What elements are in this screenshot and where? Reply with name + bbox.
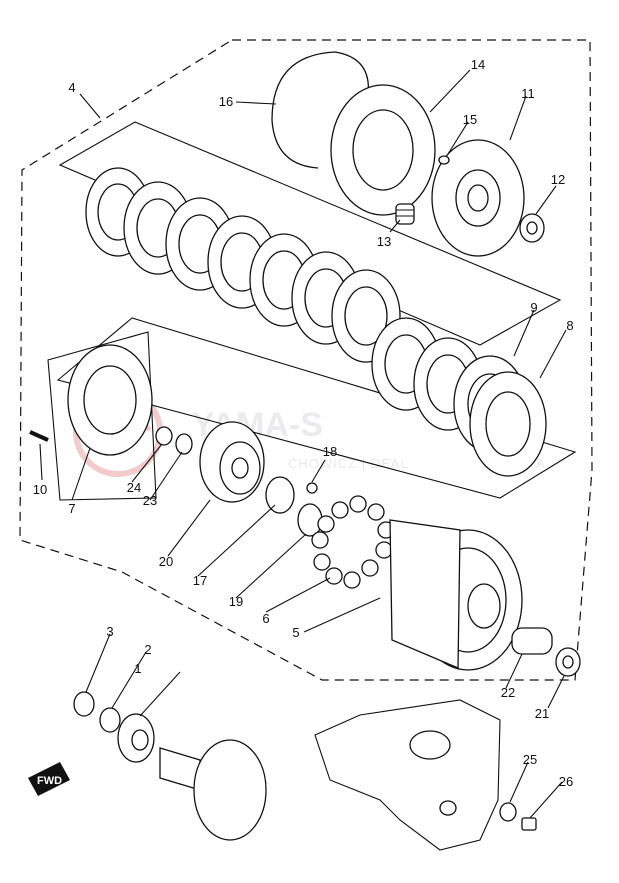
callout-5: 5 [292, 625, 299, 640]
pressure-plate-tray [47, 331, 157, 501]
clutch-spring [395, 203, 415, 225]
primary-drive-gear [199, 421, 265, 503]
callout-2: 2 [144, 642, 151, 657]
callout-19: 19 [229, 594, 243, 609]
thrust-washer [555, 647, 581, 677]
callout-3: 3 [106, 624, 113, 639]
callout-21: 21 [535, 706, 549, 721]
friction-plate-stack-lower [371, 317, 547, 477]
primary-gear [117, 713, 155, 763]
cover-bolt-washer [499, 802, 517, 822]
callout-20: 20 [159, 554, 173, 569]
callout-15: 15 [463, 112, 477, 127]
push-plate [67, 344, 153, 456]
thrust-plate [265, 476, 295, 514]
callout-13: 13 [377, 234, 391, 249]
forward-label: FWD [37, 775, 62, 787]
push-rod [29, 430, 49, 442]
crankshaft [159, 739, 267, 841]
callout-24: 24 [127, 480, 141, 495]
nut [155, 426, 173, 446]
bearing [519, 213, 545, 243]
assembly-boundary [19, 39, 593, 681]
callout-6: 6 [262, 611, 269, 626]
callout-23: 23 [143, 493, 157, 508]
cover-bolt [521, 817, 537, 831]
callout-17: 17 [193, 573, 207, 588]
callout-8: 8 [566, 318, 573, 333]
watermark-tagline: CHOWICZ | DEAL [288, 456, 409, 471]
callout-14: 14 [471, 57, 485, 72]
bearing-balls [311, 495, 395, 589]
callout-labels: 1 2 3 4 5 6 7 8 9 10 11 12 13 14 15 16 1… [33, 57, 574, 789]
primary-nut [73, 691, 95, 717]
pressure-plate [330, 84, 436, 216]
callout-7: 7 [68, 501, 75, 516]
callout-25: 25 [523, 752, 537, 767]
ball [306, 482, 318, 494]
forward-direction-badge: FWD [28, 762, 70, 796]
crankcase [314, 699, 501, 851]
callout-12: 12 [551, 172, 565, 187]
clutch-housing [389, 519, 523, 671]
callout-1: 1 [134, 661, 141, 676]
callout-16: 16 [219, 94, 233, 109]
leader-lines [39, 69, 567, 819]
callout-26: 26 [559, 774, 573, 789]
plate-stack-tray-lower [56, 317, 577, 499]
lock-washer-primary [99, 707, 121, 733]
callout-10: 10 [33, 482, 47, 497]
screw [438, 155, 450, 165]
clutch-boss [431, 139, 525, 257]
watermark-tagline-suffix: A [536, 456, 546, 471]
spacer-collar [511, 627, 553, 655]
friction-plate-stack-upper [85, 167, 401, 363]
callout-11: 11 [521, 86, 535, 101]
callout-18: 18 [323, 444, 337, 459]
callout-4: 4 [68, 80, 75, 95]
callout-22: 22 [501, 685, 515, 700]
callout-9: 9 [530, 300, 537, 315]
lock-washer [175, 433, 193, 455]
